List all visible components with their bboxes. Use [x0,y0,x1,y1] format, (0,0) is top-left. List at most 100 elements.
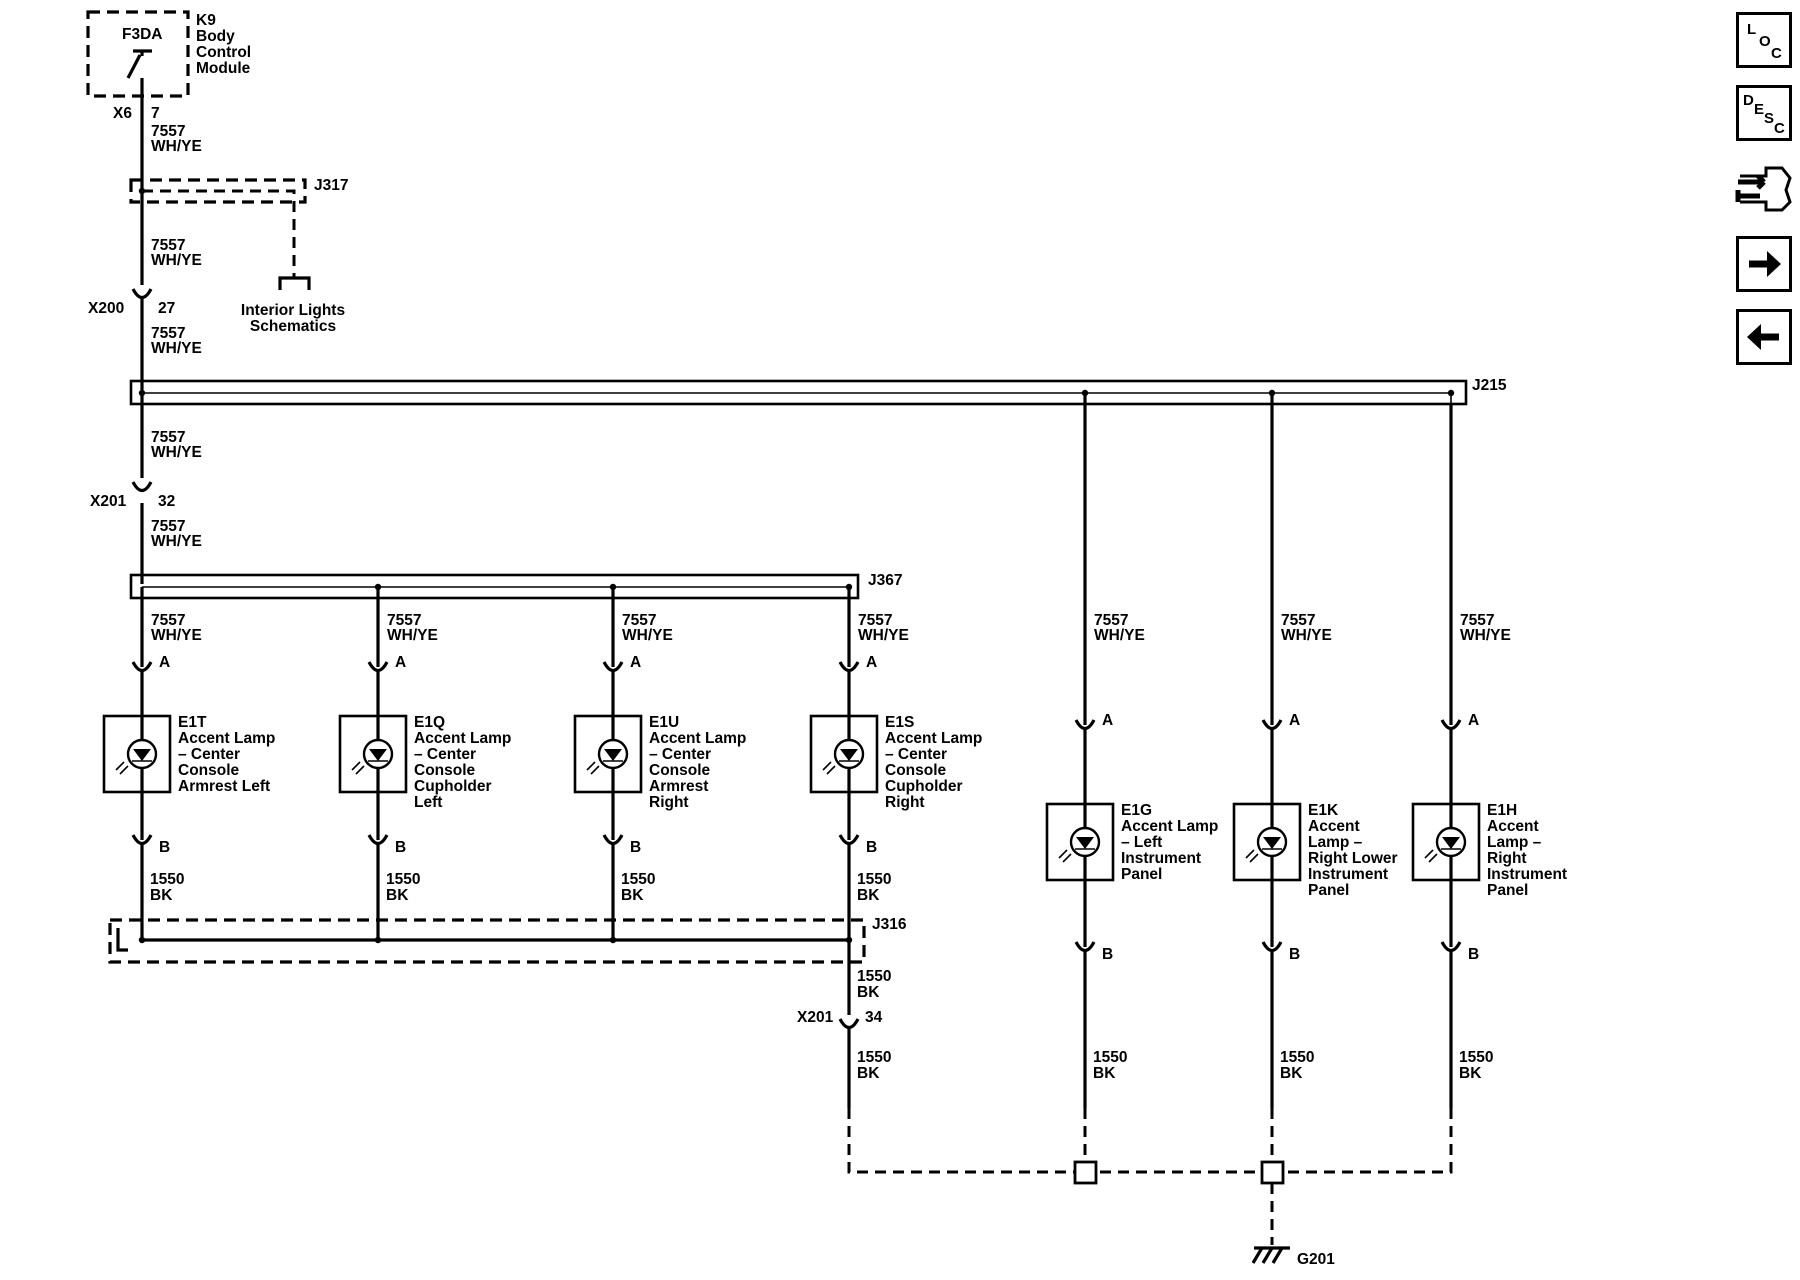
wire-circuit: 7557 [622,612,656,629]
wire-color: BK [150,887,173,904]
lamp-description: Right [1487,850,1527,867]
interior-lights-link[interactable]: Interior Lights [241,302,345,319]
arrow-right-icon [1749,251,1781,277]
wire-circuit: 1550 [1459,1049,1493,1066]
pin-a-label: A [159,654,170,671]
svg-text:7557: 7557 [151,325,185,342]
lamp-housing [1411,802,1481,882]
lamp-description: Console [178,762,240,779]
svg-text:1550: 1550 [857,1049,891,1066]
next-page-button[interactable] [1736,236,1792,292]
lamp-id: E1Q [414,714,445,731]
wire-label: 1550 BK [857,1049,891,1082]
svg-text:S: S [1764,110,1774,127]
wire-circuit: 1550 [150,871,184,888]
previous-page-button[interactable] [1736,309,1792,365]
splice-j215-bus [142,392,1452,404]
wire-color: BK [1280,1065,1303,1082]
lamp-description: Armrest [649,778,708,795]
wire-color: WH/YE [622,627,673,644]
module-name-line: Module [196,60,251,77]
splice-j317-box [129,178,307,204]
svg-text:L: L [1747,21,1756,38]
pin-a-label: A [630,654,641,671]
pin-b-label: B [866,839,877,856]
wire-color: WH/YE [151,627,202,644]
lamp-description: Left [414,794,442,811]
wire-label: 7557 WH/YE [151,429,202,461]
lamp-id: E1G [1121,802,1152,819]
lamp-description: Instrument [1121,850,1201,867]
ground-splice-node [1073,1160,1098,1185]
splice-j316-label: J316 [872,916,907,933]
lamp-housing [338,714,408,794]
splice-j367-label: J367 [868,572,902,589]
wire-color: BK [1459,1065,1482,1082]
wire-circuit: 7557 [858,612,892,629]
module-name-line: Control [196,44,251,61]
svg-text:C: C [1771,45,1782,62]
svg-text:WH/YE: WH/YE [151,444,202,461]
lamp-description: Instrument [1487,866,1567,883]
lamp-description: – Center [414,746,476,763]
wire-label: 7557 WH/YE [151,325,202,357]
pin-a-label: A [866,654,877,671]
lamp-description: Accent Lamp [1121,818,1218,835]
lamp-housing [573,714,643,794]
lamp-description: – Center [885,746,947,763]
lamp-description: – Center [649,746,711,763]
wire-circuit: 7557 [1460,612,1494,629]
lamp-description: Accent Lamp [885,730,982,747]
lamp-id: E1U [649,714,679,731]
svg-text:7557: 7557 [151,429,185,446]
ground-symbol [1251,1246,1290,1264]
wire-color: BK [386,887,409,904]
lamp-id: E1K [1308,802,1339,819]
ground-return-bus [1288,1108,1453,1174]
lamp-description: Lamp – [1308,834,1363,851]
wire-label: 7557 WH/YE [151,123,202,155]
splice-j316-marker [116,928,128,952]
svg-text:E: E [1754,101,1764,118]
lamp-description: Accent Lamp [414,730,511,747]
wire-circuit: 7557 [151,612,185,629]
connector-end-view-button[interactable] [1734,160,1794,220]
lamp-description: Accent Lamp [649,730,746,747]
connector-x201-lower-pin: 34 [865,1009,883,1026]
splice-j367-bus [142,586,850,598]
description-button[interactable]: D E S C [1736,85,1792,141]
connector-x200-label: X200 [88,300,124,317]
pin-a-label: A [1468,712,1479,729]
lamp-description: Panel [1487,882,1528,899]
wire-label: 7557 WH/YE [151,237,202,269]
svg-text:7557: 7557 [151,237,185,254]
lamp-description: Instrument [1308,866,1388,883]
location-button[interactable]: L O C [1736,12,1792,68]
lamp-description: Lamp – [1487,834,1542,851]
wire-color: BK [1093,1065,1116,1082]
connector-x201-lower-label: X201 [797,1009,834,1026]
interior-lights-link[interactable]: Schematics [250,318,336,335]
ground-label: G201 [1297,1251,1335,1268]
svg-text:7557: 7557 [151,518,185,535]
wire-circuit: 7557 [1094,612,1128,629]
lamp-description: Cupholder [414,778,492,795]
wire-circuit: 1550 [857,871,891,888]
module-connector-label: X6 [113,105,132,122]
wire-circuit: 7557 [1281,612,1315,629]
arrow-left-icon [1747,324,1779,350]
pin-a-label: A [395,654,406,671]
